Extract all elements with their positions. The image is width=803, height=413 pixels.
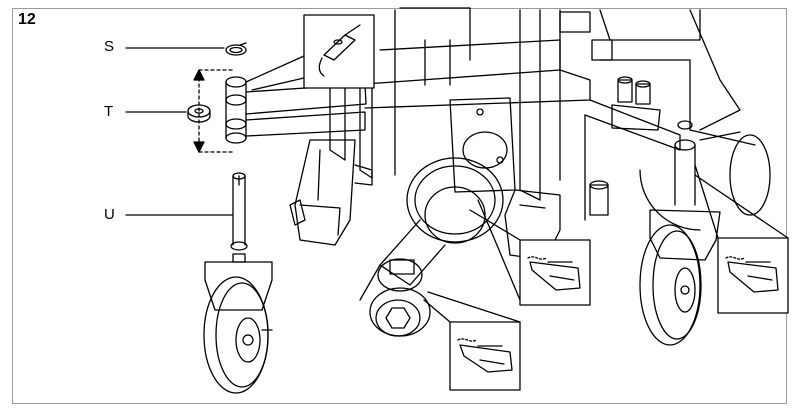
caster-pin-part-u: [231, 173, 247, 262]
inset-snap-ring-tool: [246, 15, 374, 90]
snap-ring-part-s: [226, 43, 246, 55]
left-caster-sleeve: [226, 77, 246, 143]
left-caster-wheel: [204, 262, 272, 393]
callout-leaders: [126, 48, 232, 215]
right-rear-wheel: [640, 130, 770, 230]
inset-lubrication-centre: [470, 200, 590, 305]
inset-lubrication-right: [695, 165, 788, 313]
gearbox: [450, 98, 515, 192]
hydraulic-valves: [612, 77, 660, 130]
right-caster-wheel: [640, 121, 720, 345]
inset-lubrication-bottom: [424, 292, 520, 390]
